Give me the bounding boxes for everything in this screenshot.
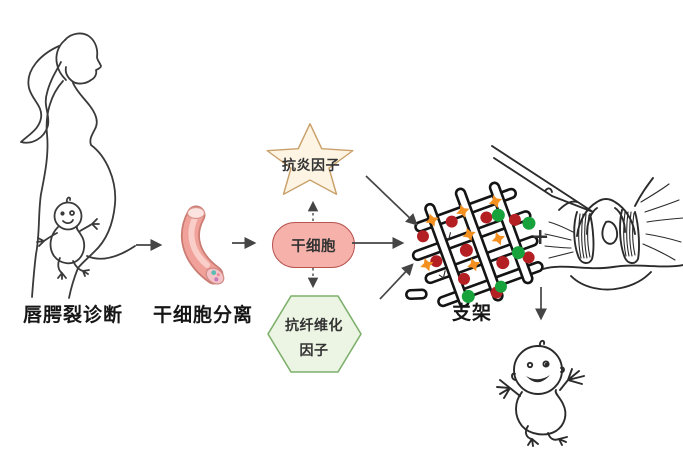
plus-sign: + <box>531 224 550 250</box>
cleft-palate-surgery-illustration <box>543 177 683 291</box>
diagnosis-label: 唇腭裂诊断 <box>22 304 123 326</box>
cord-cross-section <box>205 267 225 285</box>
arrow-star-to-scaffold <box>365 175 418 226</box>
arm-under-belly <box>86 245 136 260</box>
scaffold-marks <box>438 232 451 279</box>
pregnant-woman-illustration <box>20 32 136 299</box>
tissue-lines <box>544 183 683 261</box>
scaffold-illustration <box>405 181 544 308</box>
scalpel-icon <box>491 145 594 213</box>
arrow-hexagon-to-scaffold <box>379 263 414 300</box>
stem-cell-label: 干细胞 <box>291 237 336 255</box>
isolation-label: 干细胞分离 <box>152 304 253 326</box>
scaffold-green-cells <box>461 208 536 303</box>
anti-fibrotic-label: 抗纤维化 因子 <box>285 318 343 359</box>
fetus-illustration <box>36 196 100 280</box>
muscle-hatching <box>578 211 636 259</box>
anti-fibrotic-hexagon <box>267 295 362 373</box>
uvula <box>601 220 619 245</box>
healthy-baby-illustration <box>496 339 585 447</box>
anti-inflammatory-label: 抗炎因子 <box>282 158 340 174</box>
scaffold-red-cells <box>416 211 535 299</box>
ponytail <box>20 45 62 144</box>
umbilical-cord-illustration <box>180 205 225 285</box>
stem-cell-capsule: 干细胞 <box>272 222 355 268</box>
anti-inflammatory-star <box>266 123 354 195</box>
scaffold-label: 支架 <box>451 302 492 324</box>
